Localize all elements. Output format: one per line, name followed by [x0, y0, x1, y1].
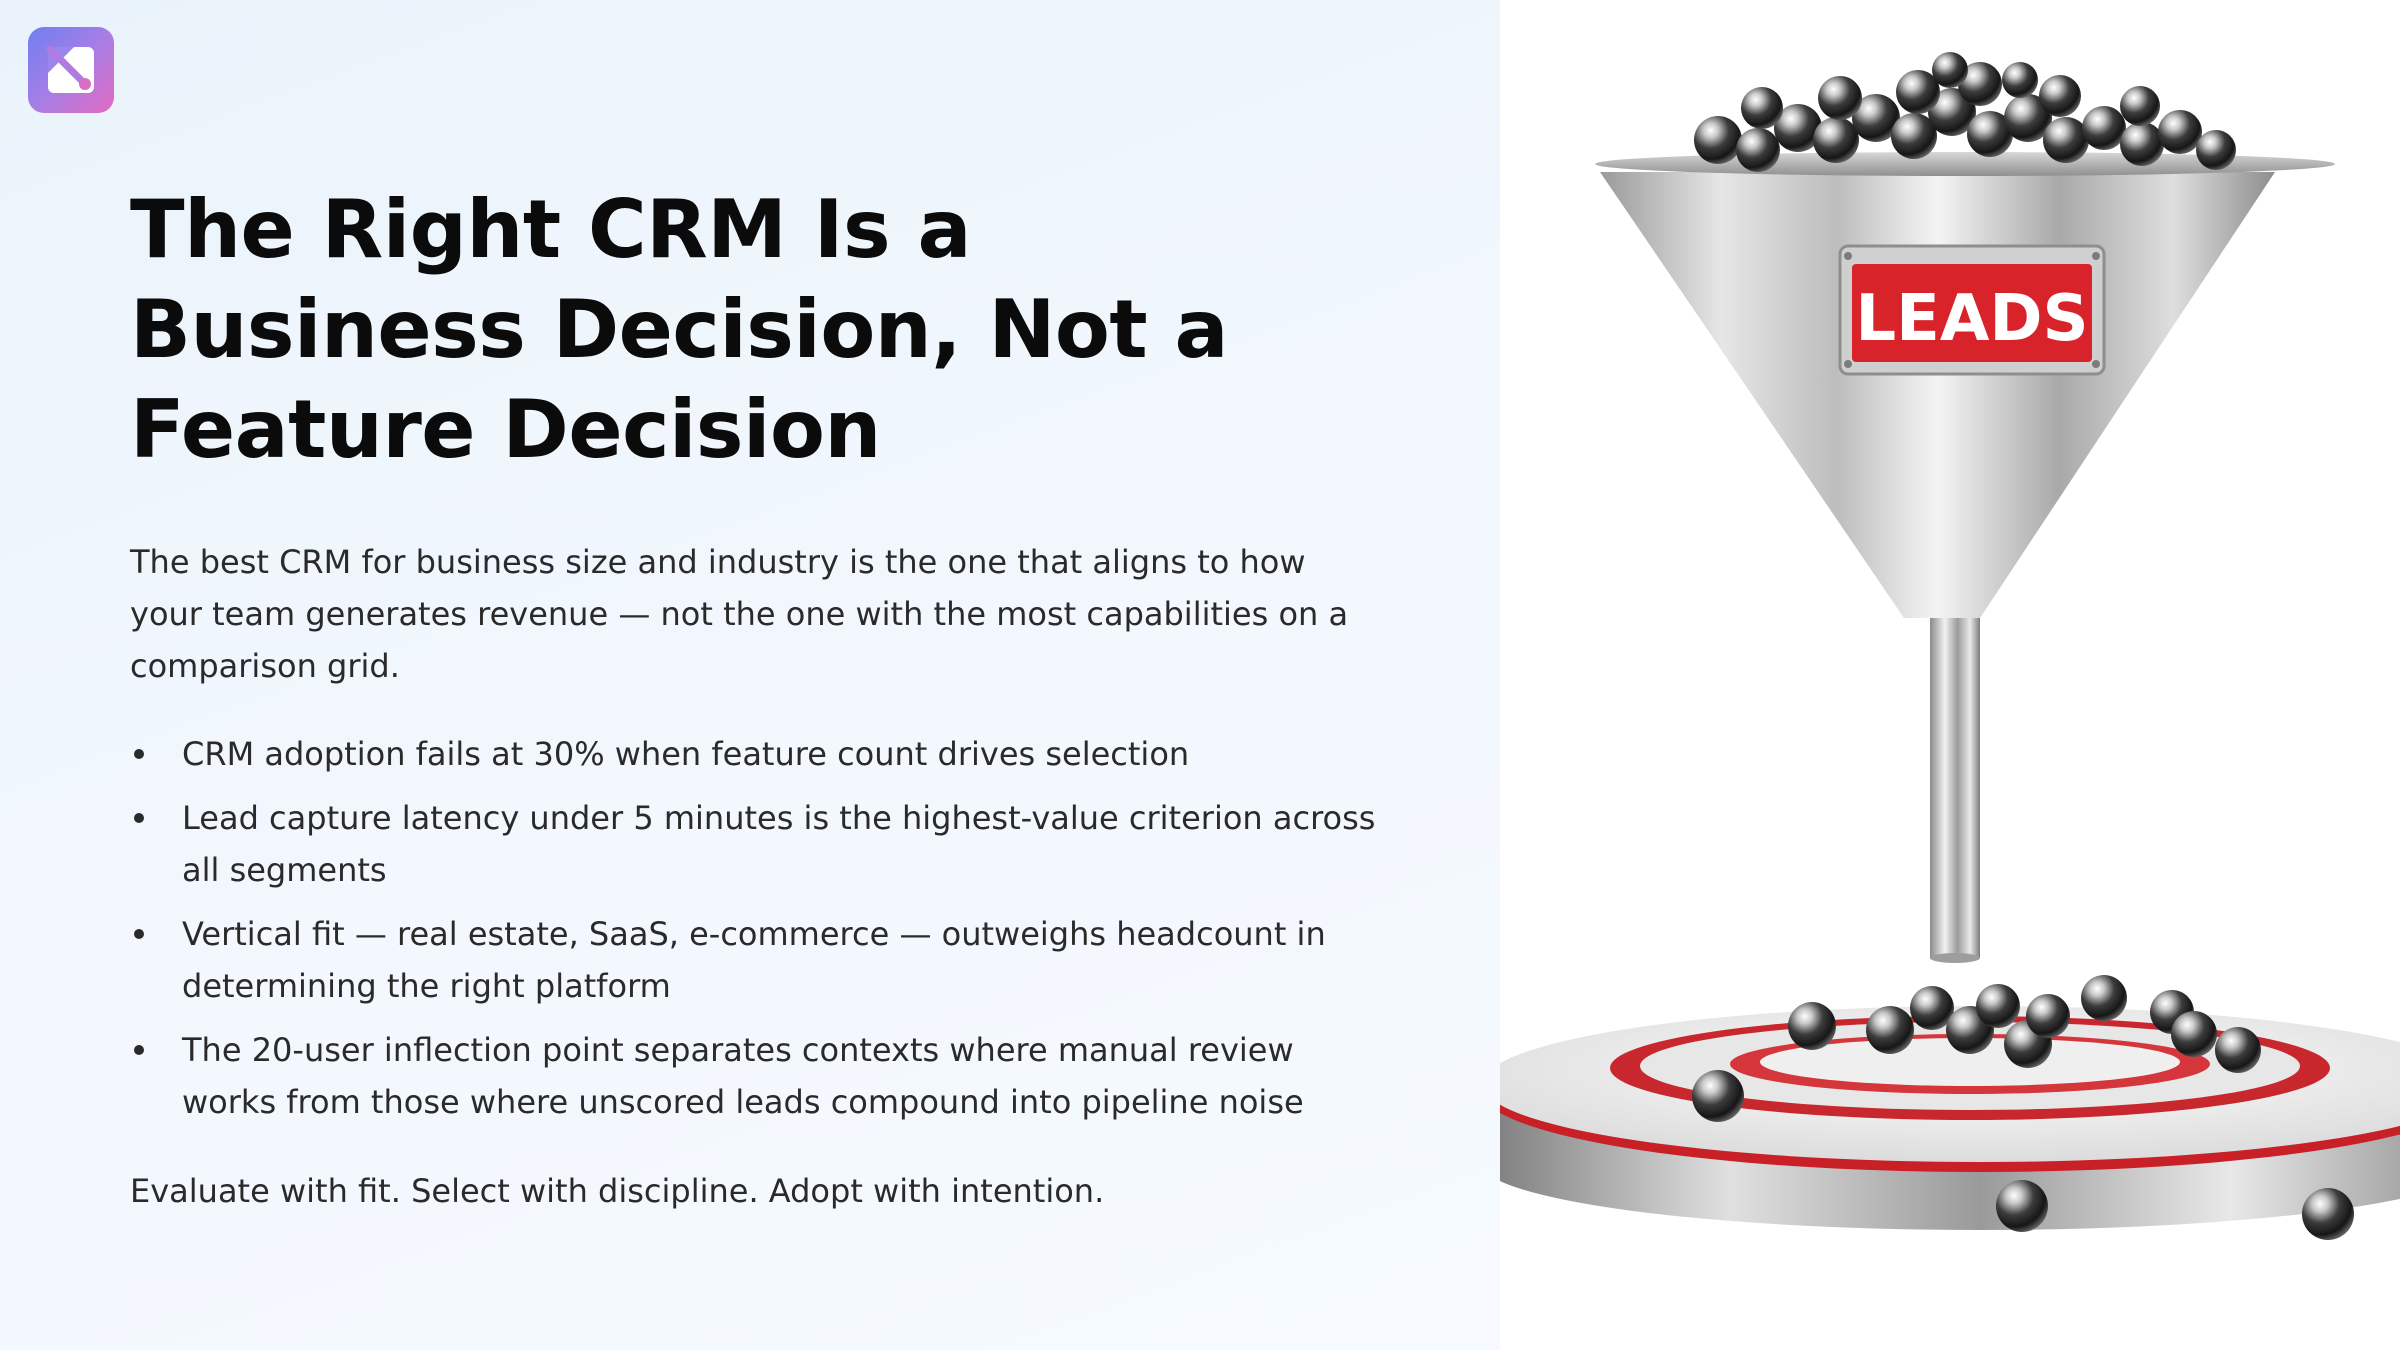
illustration-panel: LEADS	[1500, 0, 2400, 1350]
bullet-icon	[134, 1045, 144, 1055]
slide-title: The Right CRM Is a Business Decision, No…	[130, 183, 1228, 476]
bullet-icon	[134, 813, 144, 823]
app-logo-icon[interactable]	[28, 27, 114, 113]
list-item: The 20-user inflection point separates c…	[130, 1024, 1380, 1128]
bullet-icon	[134, 929, 144, 939]
key-points-list: CRM adoption fails at 30% when feature c…	[130, 728, 1380, 1140]
closing-statement: Evaluate with fit. Select with disciplin…	[130, 1172, 1105, 1210]
base-balls	[1692, 975, 2354, 1240]
bullet-text: Lead capture latency under 5 minutes is …	[182, 799, 1376, 889]
bullet-text: CRM adoption fails at 30% when feature c…	[182, 735, 1190, 773]
bullet-text: Vertical fit — real estate, SaaS, e-comm…	[182, 915, 1326, 1005]
list-item: CRM adoption fails at 30% when feature c…	[130, 728, 1380, 780]
list-item: Lead capture latency under 5 minutes is …	[130, 792, 1380, 896]
funnel-with-balls-illustration: LEADS	[1500, 52, 2400, 1240]
funnel-label: LEADS	[1855, 282, 2088, 356]
list-item: Vertical fit — real estate, SaaS, e-comm…	[130, 908, 1380, 1012]
content-panel: The Right CRM Is a Business Decision, No…	[0, 0, 1500, 1350]
lead-paragraph: The best CRM for business size and indus…	[130, 543, 1349, 685]
bullet-text: The 20-user inflection point separates c…	[182, 1031, 1304, 1121]
funnel-balls	[1694, 52, 2236, 172]
bullet-icon	[134, 749, 144, 759]
